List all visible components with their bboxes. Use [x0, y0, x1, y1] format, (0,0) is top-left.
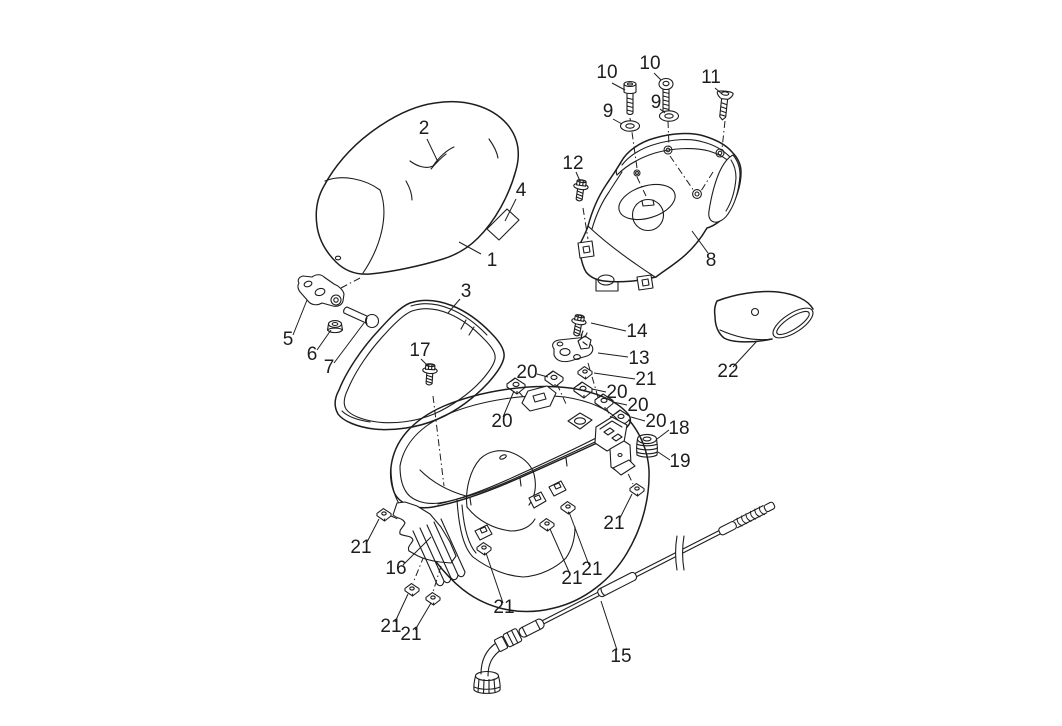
part-label-14: 14 — [626, 321, 648, 342]
box-hinge-bracket — [392, 501, 457, 564]
part-label-6: 6 — [307, 344, 318, 365]
part-label-1: 1 — [487, 250, 498, 271]
part-label-20-d: 20 — [645, 411, 666, 432]
flat-screw-11 — [716, 90, 734, 121]
part-label-3: 3 — [461, 281, 472, 302]
cable-bell-end — [473, 670, 501, 694]
seat-latch-bracket — [552, 330, 594, 363]
callout-labels: 2 4 1 3 10 10 9 9 11 12 8 5 6 7 17 14 13… — [283, 53, 739, 667]
box-hinge-ribs — [412, 518, 466, 585]
part-label-21-a: 21 — [350, 537, 371, 558]
alignment-center-lines — [340, 117, 726, 593]
socket-bolt-10-left — [623, 80, 637, 116]
part-label-20-e: 20 — [491, 411, 512, 432]
clip-21-g — [425, 592, 441, 606]
part-label-12: 12 — [562, 153, 583, 174]
washer-9-left — [619, 120, 641, 132]
box-front-recess — [456, 499, 576, 578]
cover-mount-tab-right — [636, 274, 654, 291]
part-label-19: 19 — [669, 451, 690, 472]
latch-bolt-14 — [568, 313, 588, 338]
rear-cover — [577, 132, 742, 292]
box-inner-hump — [466, 450, 536, 508]
part-label-21-b: 21 — [493, 597, 514, 618]
part-label-21-g: 21 — [400, 624, 421, 645]
seat-lock-cable — [473, 501, 776, 694]
part-label-20-c: 20 — [627, 395, 648, 416]
washer-9-right — [658, 110, 680, 122]
part-label-22: 22 — [717, 361, 738, 382]
callout-leader-lines — [292, 72, 758, 651]
part-label-13: 13 — [628, 348, 649, 369]
cover-lock-hole — [631, 198, 665, 232]
part-label-10-right: 10 — [639, 53, 660, 74]
cover-oval-opening — [618, 183, 676, 221]
part-label-21-c: 21 — [561, 568, 582, 589]
seat-nose-panel-line — [324, 177, 385, 274]
part-label-9-right: 9 — [651, 92, 662, 113]
hinge-nut — [326, 320, 344, 334]
hinge-pin — [343, 306, 380, 329]
cover-side-lobe — [708, 154, 741, 223]
part-label-17: 17 — [409, 340, 430, 361]
part-label-5: 5 — [283, 329, 294, 350]
box-rim-bracket-a — [521, 385, 557, 412]
seat-hinge-bracket — [297, 274, 345, 307]
part-label-8: 8 — [706, 250, 717, 271]
part-label-11: 11 — [701, 67, 721, 88]
part-label-15: 15 — [610, 646, 631, 667]
clip-21-c — [539, 518, 555, 532]
clip-20-a — [544, 370, 564, 388]
seat-seal-ring — [334, 299, 505, 431]
part-label-18: 18 — [668, 418, 689, 439]
caution-label-patch — [486, 208, 520, 241]
cover-mount-tab-left — [577, 240, 595, 259]
tool-pouch — [713, 290, 814, 343]
part-label-7: 7 — [324, 357, 335, 378]
part-label-10-left: 10 — [596, 62, 617, 83]
part-label-21-e: 21 — [603, 513, 624, 534]
part-label-16: 16 — [385, 558, 406, 579]
part-label-21-f: 21 — [380, 616, 401, 637]
seat-crease-detail — [409, 146, 455, 170]
cable-break-marks — [674, 535, 685, 571]
seat — [315, 100, 519, 275]
clip-21-d — [560, 501, 576, 515]
part-label-2: 2 — [419, 118, 430, 139]
seal-seam-marks — [460, 319, 475, 336]
storage-box — [389, 385, 650, 613]
clip-21-f — [404, 583, 420, 597]
cover-arch-inner — [621, 139, 731, 166]
seat-lock-bolt — [421, 362, 439, 387]
part-label-21-d: 21 — [581, 559, 602, 580]
part-label-20-a: 20 — [516, 362, 537, 383]
flange-bolt-12 — [571, 178, 590, 203]
part-label-21-latch: 21 — [635, 369, 656, 390]
clip-21-b — [476, 542, 492, 556]
part-label-20-b: 20 — [606, 382, 627, 403]
part-label-4: 4 — [516, 180, 527, 201]
part-label-9-left: 9 — [603, 101, 614, 122]
